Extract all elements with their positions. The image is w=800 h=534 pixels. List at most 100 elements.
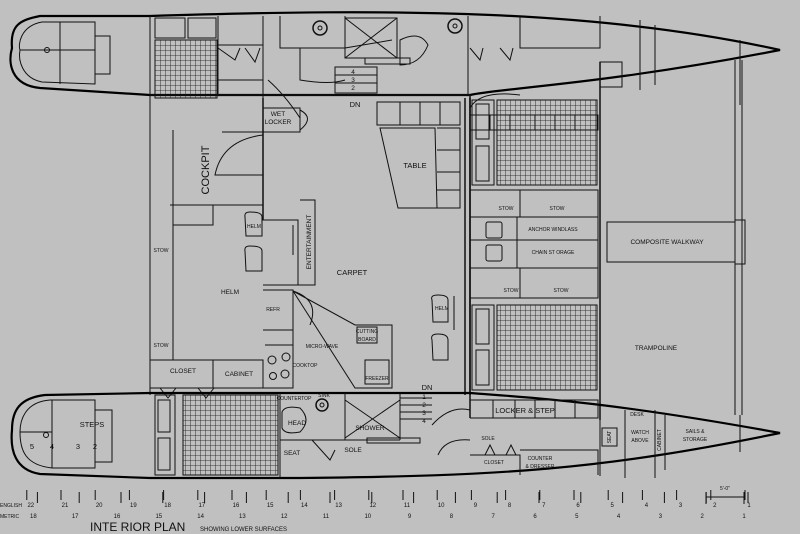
english-tick-label: 5 — [611, 503, 615, 509]
counter-dresser-label: COUNTER — [528, 456, 553, 462]
metric-scale-label: METRIC — [0, 514, 20, 520]
step-number: 3 — [76, 442, 80, 451]
galley — [263, 289, 393, 389]
english-tick-label: 8 — [508, 503, 512, 509]
metric-tick-label: 5 — [575, 514, 579, 520]
english-tick-label: 20 — [96, 503, 103, 509]
trampoline-label: TRAMPOLINE — [635, 345, 678, 352]
bridge-deck — [150, 94, 471, 399]
english-tick-label: 17 — [198, 503, 205, 509]
stair-step-2: 2 — [351, 85, 355, 92]
english-tick-label: 7 — [542, 503, 546, 509]
cutting-board-label: CUTTING — [356, 329, 378, 335]
wet-locker-label-2: LOCKER — [265, 119, 292, 126]
dn-top-label: DN — [350, 100, 361, 109]
metric-tick-label: 14 — [197, 514, 204, 520]
sole-label: SOLE — [344, 447, 362, 454]
english-tick-label: 19 — [130, 503, 137, 509]
helm-chair-label-2: HELM — [435, 306, 449, 312]
composite-walkway-label: COMPOSITE WALKWAY — [630, 239, 704, 246]
english-tick-label: 15 — [267, 503, 274, 509]
stow-label: STOW — [154, 248, 169, 254]
metric-tick-label: 4 — [617, 514, 621, 520]
refr-label: REFR — [266, 307, 280, 313]
stow-label: STOW — [154, 343, 169, 349]
cockpit-label: COCKPIT — [200, 145, 212, 194]
english-tick-label: 6 — [576, 503, 580, 509]
english-tick-label: 21 — [62, 503, 69, 509]
english-tick-label: 18 — [164, 503, 171, 509]
english-tick-label: 4 — [645, 503, 649, 509]
metric-tick-label: 2 — [701, 514, 705, 520]
port-hull-top: 4 3 2 — [9, 11, 781, 395]
plan-title: INTE RIOR PLAN — [90, 520, 185, 534]
stow-label: STOW — [504, 288, 519, 294]
seat-label-2: SEAT — [607, 431, 613, 444]
english-tick-label: 10 — [438, 503, 445, 509]
microwave-label: MICRO-WAVE — [306, 344, 339, 350]
cabinet-label: CABINET — [225, 371, 253, 378]
scale-bar-label: 5'-0" — [720, 486, 730, 492]
watch-above-label-2: ABOVE — [631, 438, 649, 444]
metric-tick-label: 10 — [364, 514, 371, 520]
room-labels: WET LOCKER COCKPIT TABLE DN HELM HELM HE… — [30, 100, 708, 470]
english-tick-label: 14 — [301, 503, 308, 509]
english-tick-label: 3 — [679, 503, 683, 509]
cutting-board-label-2: BOARD — [358, 337, 376, 343]
step-number: 5 — [30, 442, 34, 451]
helm-label: HELM — [221, 289, 239, 296]
english-scale-label: ENGLISH — [0, 503, 22, 509]
metric-tick-label: 17 — [72, 514, 79, 520]
sails-storage-label-2: STORAGE — [683, 437, 708, 443]
sails-storage-label: SAILS & — [686, 429, 706, 435]
stow-label: STOW — [499, 206, 514, 212]
metric-tick-label: 11 — [323, 514, 330, 520]
metric-tick-label: 3 — [659, 514, 663, 520]
starboard-hull-bottom — [10, 391, 781, 480]
head-label: HEAD — [288, 420, 306, 427]
metric-tick-label: 7 — [492, 514, 496, 520]
closet-label-2: CLOSET — [484, 460, 504, 466]
shower-label: SHOWER — [355, 425, 385, 432]
steps-label: STEPS — [80, 420, 105, 429]
locker-step-label: LOCKER & STEP — [495, 406, 555, 415]
dn-bottom-label: DN — [422, 383, 433, 392]
stair-step-4: 4 — [351, 69, 355, 76]
metric-tick-label: 16 — [114, 514, 121, 520]
step-number: 4 — [50, 442, 54, 451]
metric-tick-label: 1 — [742, 514, 746, 520]
metric-tick-label: 15 — [155, 514, 162, 520]
english-tick-label: 2 — [713, 503, 717, 509]
metric-tick-label: 12 — [281, 514, 288, 520]
plan-subtitle: SHOWING LOWER SURFACES — [200, 527, 287, 533]
seat-label: SEAT — [284, 450, 301, 457]
metric-tick-label: 8 — [450, 514, 454, 520]
english-tick-label: 1 — [747, 503, 751, 509]
metric-tick-label: 13 — [239, 514, 246, 520]
stair-step-2: 2 — [422, 402, 426, 409]
english-tick-label: 13 — [335, 503, 342, 509]
stair-step-4: 4 — [422, 418, 426, 425]
stair-step-3: 3 — [422, 410, 426, 417]
english-tick-label: 9 — [474, 503, 478, 509]
stow-label: STOW — [550, 206, 565, 212]
metric-tick-label: 9 — [408, 514, 412, 520]
metric-tick-label: 6 — [533, 514, 537, 520]
anchor-windlass-label: ANCHOR WINDLASS — [528, 227, 578, 233]
stair-step-1: 1 — [422, 394, 426, 401]
countertop-label: COUNTERTOP — [277, 396, 312, 402]
stow-label: STOW — [554, 288, 569, 294]
english-tick-label: 16 — [233, 503, 240, 509]
closet-label: CLOSET — [170, 368, 196, 375]
english-tick-label: 11 — [404, 503, 411, 509]
cooktop-label: COOKTOP — [293, 363, 319, 369]
forward-cabins — [469, 60, 746, 420]
wet-locker-label: WET — [271, 111, 285, 118]
sole-label-2: SOLE — [481, 436, 495, 442]
metric-tick-label: 18 — [30, 514, 37, 520]
helm-chair-label: HELM — [247, 224, 261, 230]
freezer-label: FREEZER — [365, 376, 389, 382]
counter-dresser-label-2: & DRESSER — [526, 464, 555, 470]
entertainment-label: ENTERTAINMENT — [306, 215, 313, 270]
